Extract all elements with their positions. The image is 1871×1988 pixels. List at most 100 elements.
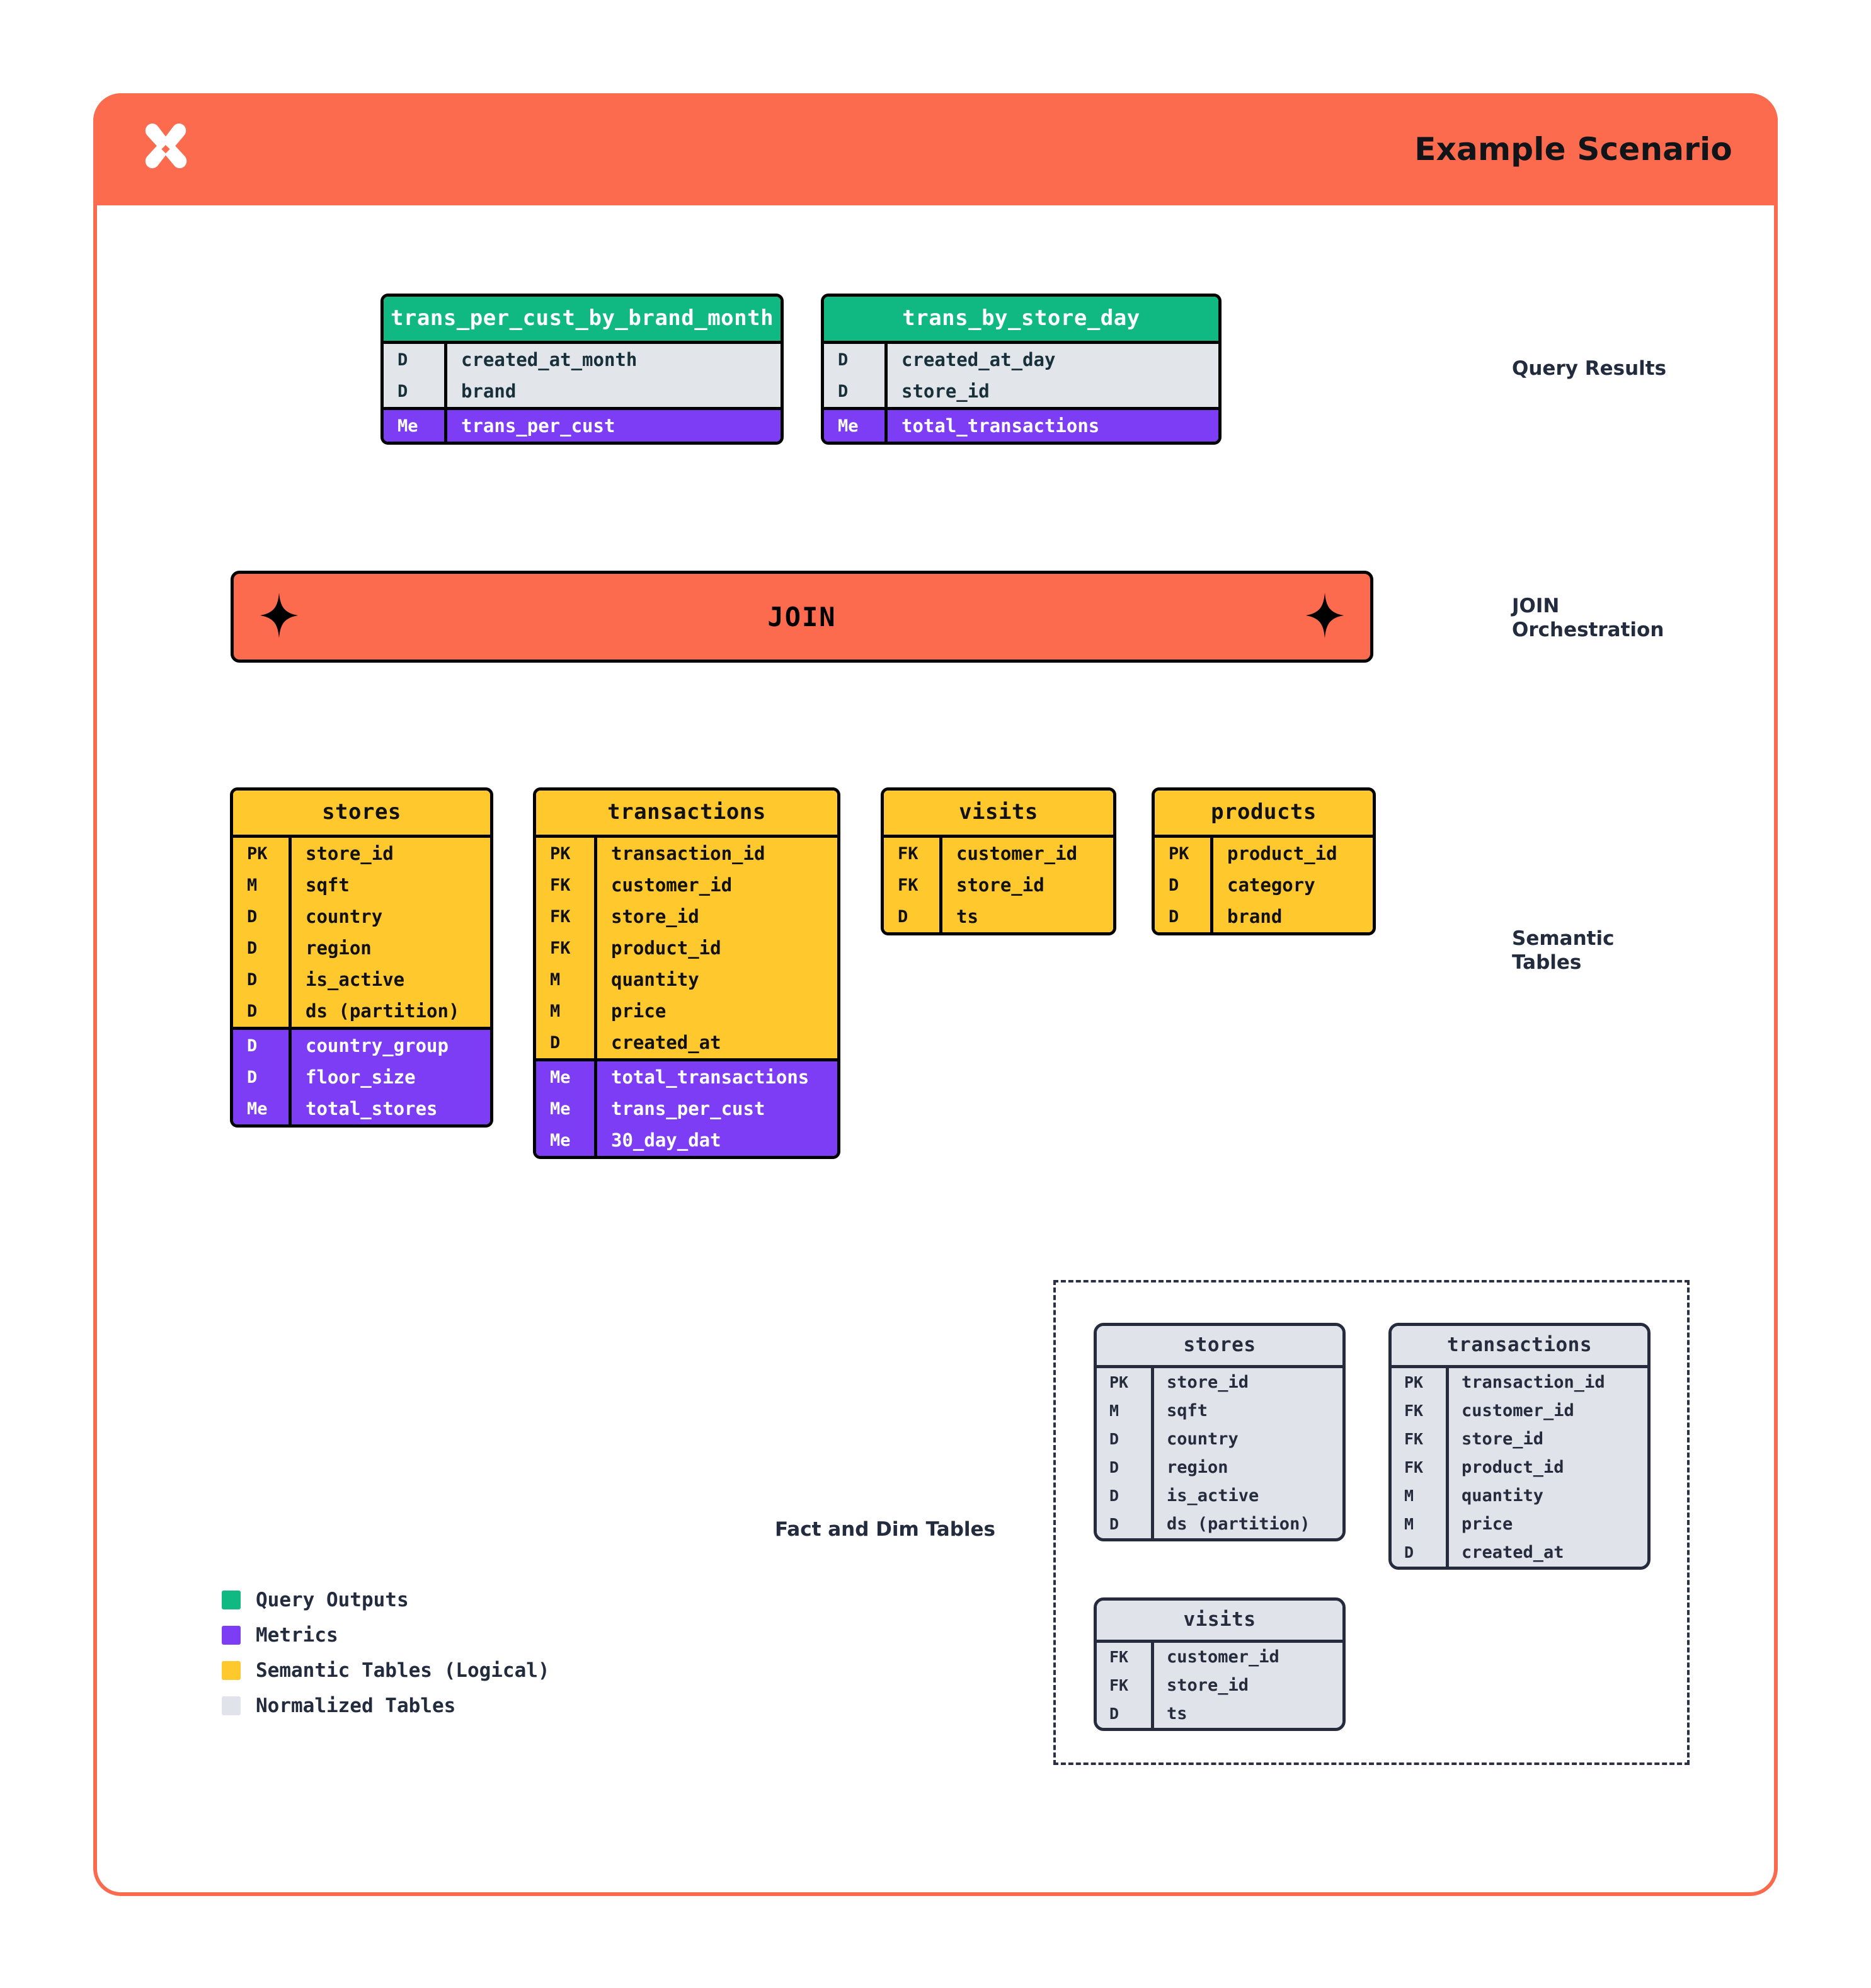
row-key: FK	[1404, 1458, 1424, 1477]
table-row: FK customer_id	[884, 838, 1113, 869]
row-key: FK	[1109, 1648, 1129, 1666]
row-field: store_id	[1446, 1425, 1647, 1453]
table-title: trans_per_cust_by_brand_month	[384, 297, 781, 341]
row-key: D	[1404, 1543, 1414, 1562]
legend-label: Semantic Tables (Logical)	[256, 1659, 550, 1682]
table-row: FK product_id	[536, 932, 837, 964]
row-field: 30_day_dat	[594, 1124, 837, 1156]
row-field: country	[1151, 1425, 1342, 1453]
row-key: D	[247, 906, 258, 927]
row-field: store_id	[289, 838, 490, 869]
row-field: country	[289, 901, 490, 932]
row-field: created_at_month	[444, 344, 781, 375]
row-field: store_id	[884, 375, 1218, 407]
row-key: M	[247, 875, 258, 895]
row-field: store_id	[1151, 1671, 1342, 1700]
annotation-fact-and-dim-tables: Fact and Dim Tables	[774, 1518, 995, 1541]
metric-section: Me total_transactions	[824, 407, 1218, 442]
row-field: ts	[1151, 1700, 1342, 1728]
row-key: D	[1169, 875, 1179, 895]
row-field: transaction_id	[1446, 1368, 1647, 1397]
row-field: brand	[1210, 901, 1373, 932]
dimension-section: D created_at_day D store_id	[824, 344, 1218, 407]
row-field: customer_id	[1151, 1643, 1342, 1671]
row-key: D	[247, 1001, 258, 1021]
row-field: region	[1151, 1453, 1342, 1482]
row-field: product_id	[1446, 1453, 1647, 1482]
row-key: D	[1109, 1430, 1119, 1448]
row-field: total_stores	[289, 1093, 490, 1124]
table-title: transactions	[536, 791, 837, 835]
row-field: transaction_id	[594, 838, 837, 869]
query-result-table-trans-per-cust-by-brand-month[interactable]: trans_per_cust_by_brand_month D created_…	[380, 294, 784, 445]
row-key: PK	[247, 843, 268, 864]
legend-item: Normalized Tables	[222, 1694, 550, 1717]
query-result-table-trans-by-store-day[interactable]: trans_by_store_day D created_at_day D st…	[821, 294, 1222, 445]
row-key: Me	[247, 1099, 268, 1119]
row-key: Me	[550, 1130, 571, 1150]
table-row: D store_id	[824, 375, 1218, 407]
card-header: Example Scenario	[93, 93, 1778, 205]
legend-swatch-normalized-tables	[222, 1696, 241, 1715]
dimension-section: D created_at_month D brand	[384, 344, 781, 407]
row-key: FK	[898, 843, 918, 864]
row-key: D	[247, 1036, 258, 1056]
join-orchestration-bar[interactable]: JOIN	[231, 571, 1373, 663]
row-field: customer_id	[939, 838, 1113, 869]
table-row: Me 30_day_dat	[536, 1124, 837, 1156]
legend-swatch-query-outputs	[222, 1591, 241, 1609]
row-key: FK	[1109, 1676, 1129, 1694]
row-key: D	[550, 1032, 561, 1053]
annotation-join-orchestration: JOIN Orchestration	[1512, 595, 1664, 641]
row-key: FK	[550, 875, 571, 895]
table-row: Me total_transactions	[824, 410, 1218, 442]
row-key: M	[1109, 1402, 1119, 1420]
row-key: FK	[550, 938, 571, 958]
row-key: M	[1404, 1515, 1414, 1533]
legend-item: Metrics	[222, 1624, 550, 1647]
row-field: quantity	[594, 964, 837, 995]
table-row: FK product_id	[1392, 1453, 1647, 1482]
row-field: is_active	[1151, 1482, 1342, 1510]
row-field: price	[594, 995, 837, 1027]
row-field: customer_id	[594, 869, 837, 901]
row-key: D	[1109, 1515, 1119, 1533]
row-field: ds (partition)	[1151, 1510, 1342, 1538]
page-title: Example Scenario	[1414, 131, 1732, 168]
row-field: created_at	[1446, 1538, 1647, 1567]
join-label: JOIN	[767, 601, 837, 632]
row-field: product_id	[594, 932, 837, 964]
table-title: visits	[1097, 1601, 1342, 1640]
row-key: PK	[1169, 843, 1189, 864]
row-field: is_active	[289, 964, 490, 995]
row-key: PK	[1109, 1373, 1129, 1391]
table-row: FK store_id	[1097, 1671, 1342, 1700]
row-key: Me	[550, 1067, 571, 1087]
row-field: ds (partition)	[289, 995, 490, 1027]
row-field: region	[289, 932, 490, 964]
row-key: D	[247, 938, 258, 958]
